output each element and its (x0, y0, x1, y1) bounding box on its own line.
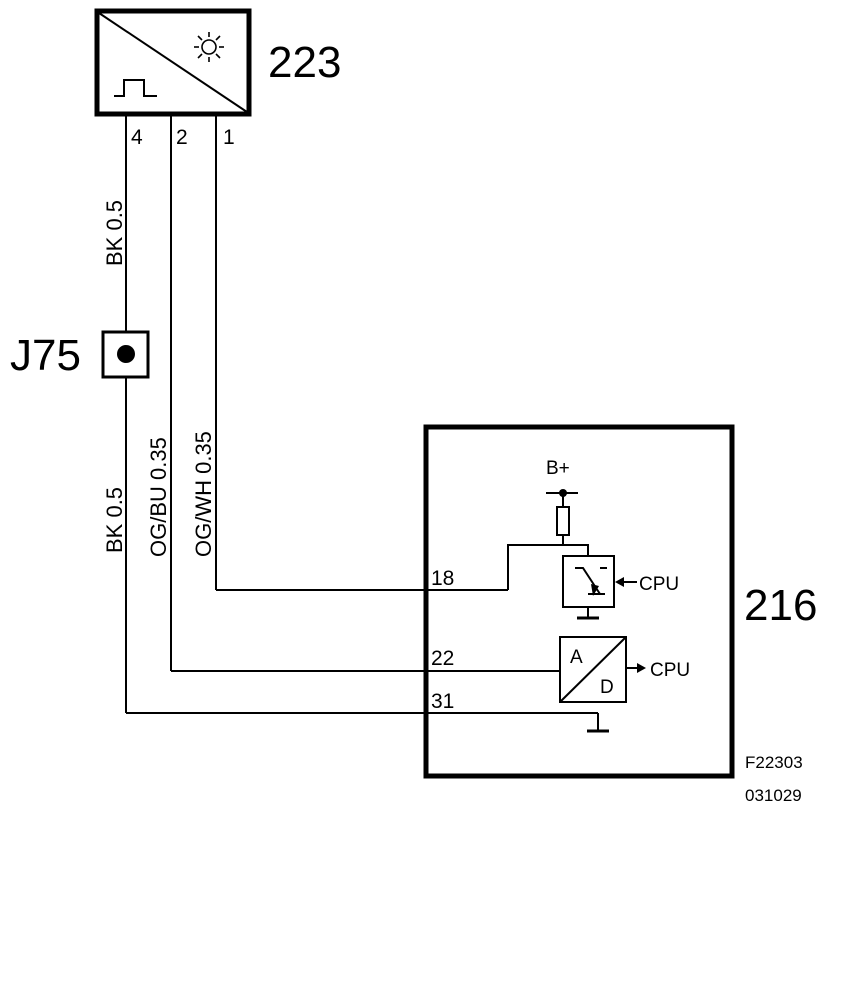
pulse-signal-icon (114, 79, 157, 97)
sensor-id: 223 (268, 38, 341, 87)
adc-digital-label: D (600, 677, 614, 698)
connector-j75: J75 (10, 330, 150, 380)
wire-label-bk-upper: BK 0.5 (102, 200, 127, 266)
control-unit-216: 216 18 22 31 B+ CPU (423, 424, 817, 779)
control-unit-box (423, 424, 735, 779)
figure-code: F22303 (745, 753, 803, 772)
sensor-pin-2: 2 (176, 126, 188, 149)
adc-diagonal (559, 636, 627, 703)
resistor-icon (556, 506, 570, 536)
supply-label: B+ (546, 458, 570, 479)
sensor-pin-4: 4 (131, 126, 143, 149)
wire-label-bk-lower: BK 0.5 (102, 487, 127, 553)
adc-analog-label: A (570, 647, 583, 668)
sensor-box (94, 8, 252, 117)
wires (125, 115, 599, 731)
sensor-pin-1: 1 (223, 126, 235, 149)
light-sun-icon (194, 32, 224, 62)
supply-node-icon (559, 489, 567, 497)
cpu-in-arrow-icon (615, 577, 624, 587)
figure-date: 031029 (745, 786, 802, 805)
cpu-out-arrow-icon (637, 663, 646, 673)
unit-pin-18: 18 (431, 567, 454, 590)
adc-converter-icon (559, 636, 627, 703)
sensor-diagonal (98, 12, 248, 113)
wire-label-og-wh: OG/WH 0.35 (191, 431, 216, 557)
wire-label-og-bu: OG/BU 0.35 (146, 437, 171, 557)
control-unit-id: 216 (744, 581, 817, 630)
unit-pin-31: 31 (431, 690, 454, 713)
connector-dot-icon (117, 345, 135, 363)
switch-transistor-icon (562, 555, 615, 608)
sensor-223: 223 4 2 1 (94, 8, 341, 149)
connector-id: J75 (10, 331, 81, 380)
cpu-out-label: CPU (650, 660, 690, 681)
cpu-in-label: CPU (639, 574, 679, 595)
switch-arrow-icon (591, 584, 599, 596)
unit-pin-22: 22 (431, 647, 454, 670)
